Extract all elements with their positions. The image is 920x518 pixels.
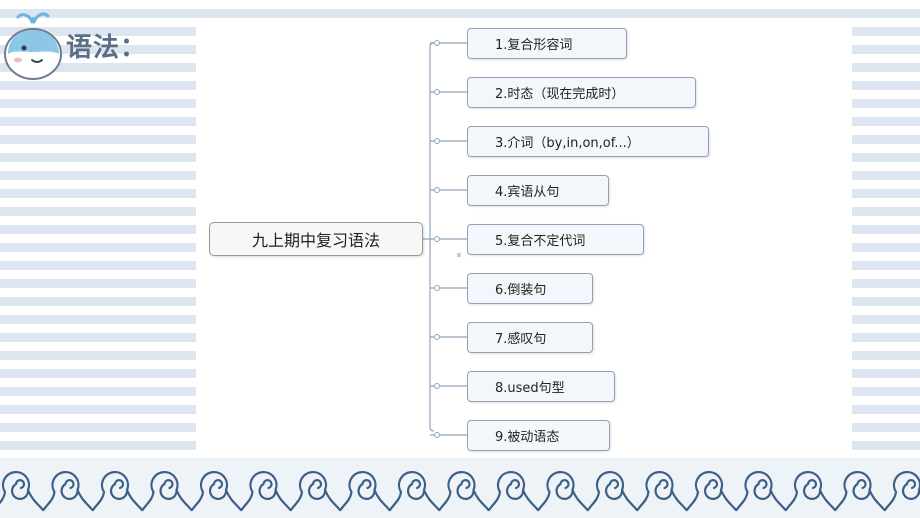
branch-node-9: 9.被动语态	[467, 420, 610, 451]
branch-node-4: 4.宾语从句	[467, 175, 609, 206]
branch-node-1: 1.复合形容词	[467, 28, 627, 59]
root-node: 九上期中复习语法	[209, 222, 423, 256]
page-title: 语法：	[66, 33, 148, 63]
wave-swirl-icon	[0, 470, 45, 512]
wave-swirl-icon	[141, 470, 193, 512]
branch-node-3: 3.介词（by,in,on,of...）	[467, 126, 709, 157]
footer-band	[0, 458, 920, 518]
wave-swirl-icon	[487, 470, 540, 512]
branch-node-5: 5.复合不定代词	[467, 224, 644, 255]
wave-swirl-icon	[685, 470, 738, 512]
wave-swirl-icon	[537, 470, 589, 512]
wave-swirl-icon	[91, 470, 144, 512]
wave-swirl-icon	[289, 470, 342, 512]
wave-swirl-icon	[438, 470, 490, 512]
wave-swirl-icon	[339, 470, 391, 512]
header: 语法：	[0, 0, 200, 90]
wave-swirl-icon	[735, 470, 787, 512]
branch-node-2: 2.时态（现在完成时）	[467, 77, 696, 108]
wave-swirl-icon	[834, 470, 886, 512]
wave-swirl-icon	[42, 470, 94, 512]
wave-swirl-icon	[240, 470, 292, 512]
wave-swirl-icon	[190, 470, 243, 512]
wave-swirl-icon	[883, 470, 920, 512]
wave-swirl-icon	[784, 470, 837, 512]
wave-swirl-icon	[388, 470, 441, 512]
wave-swirl-icon	[586, 470, 639, 512]
wave-swirl-icon	[636, 470, 688, 512]
branch-node-7: 7.感叹句	[467, 322, 593, 353]
wave-border-decoration	[0, 470, 920, 512]
branch-node-6: 6.倒装句	[467, 273, 593, 304]
whale-icon	[4, 12, 62, 80]
branch-node-8: 8.used句型	[467, 371, 615, 402]
